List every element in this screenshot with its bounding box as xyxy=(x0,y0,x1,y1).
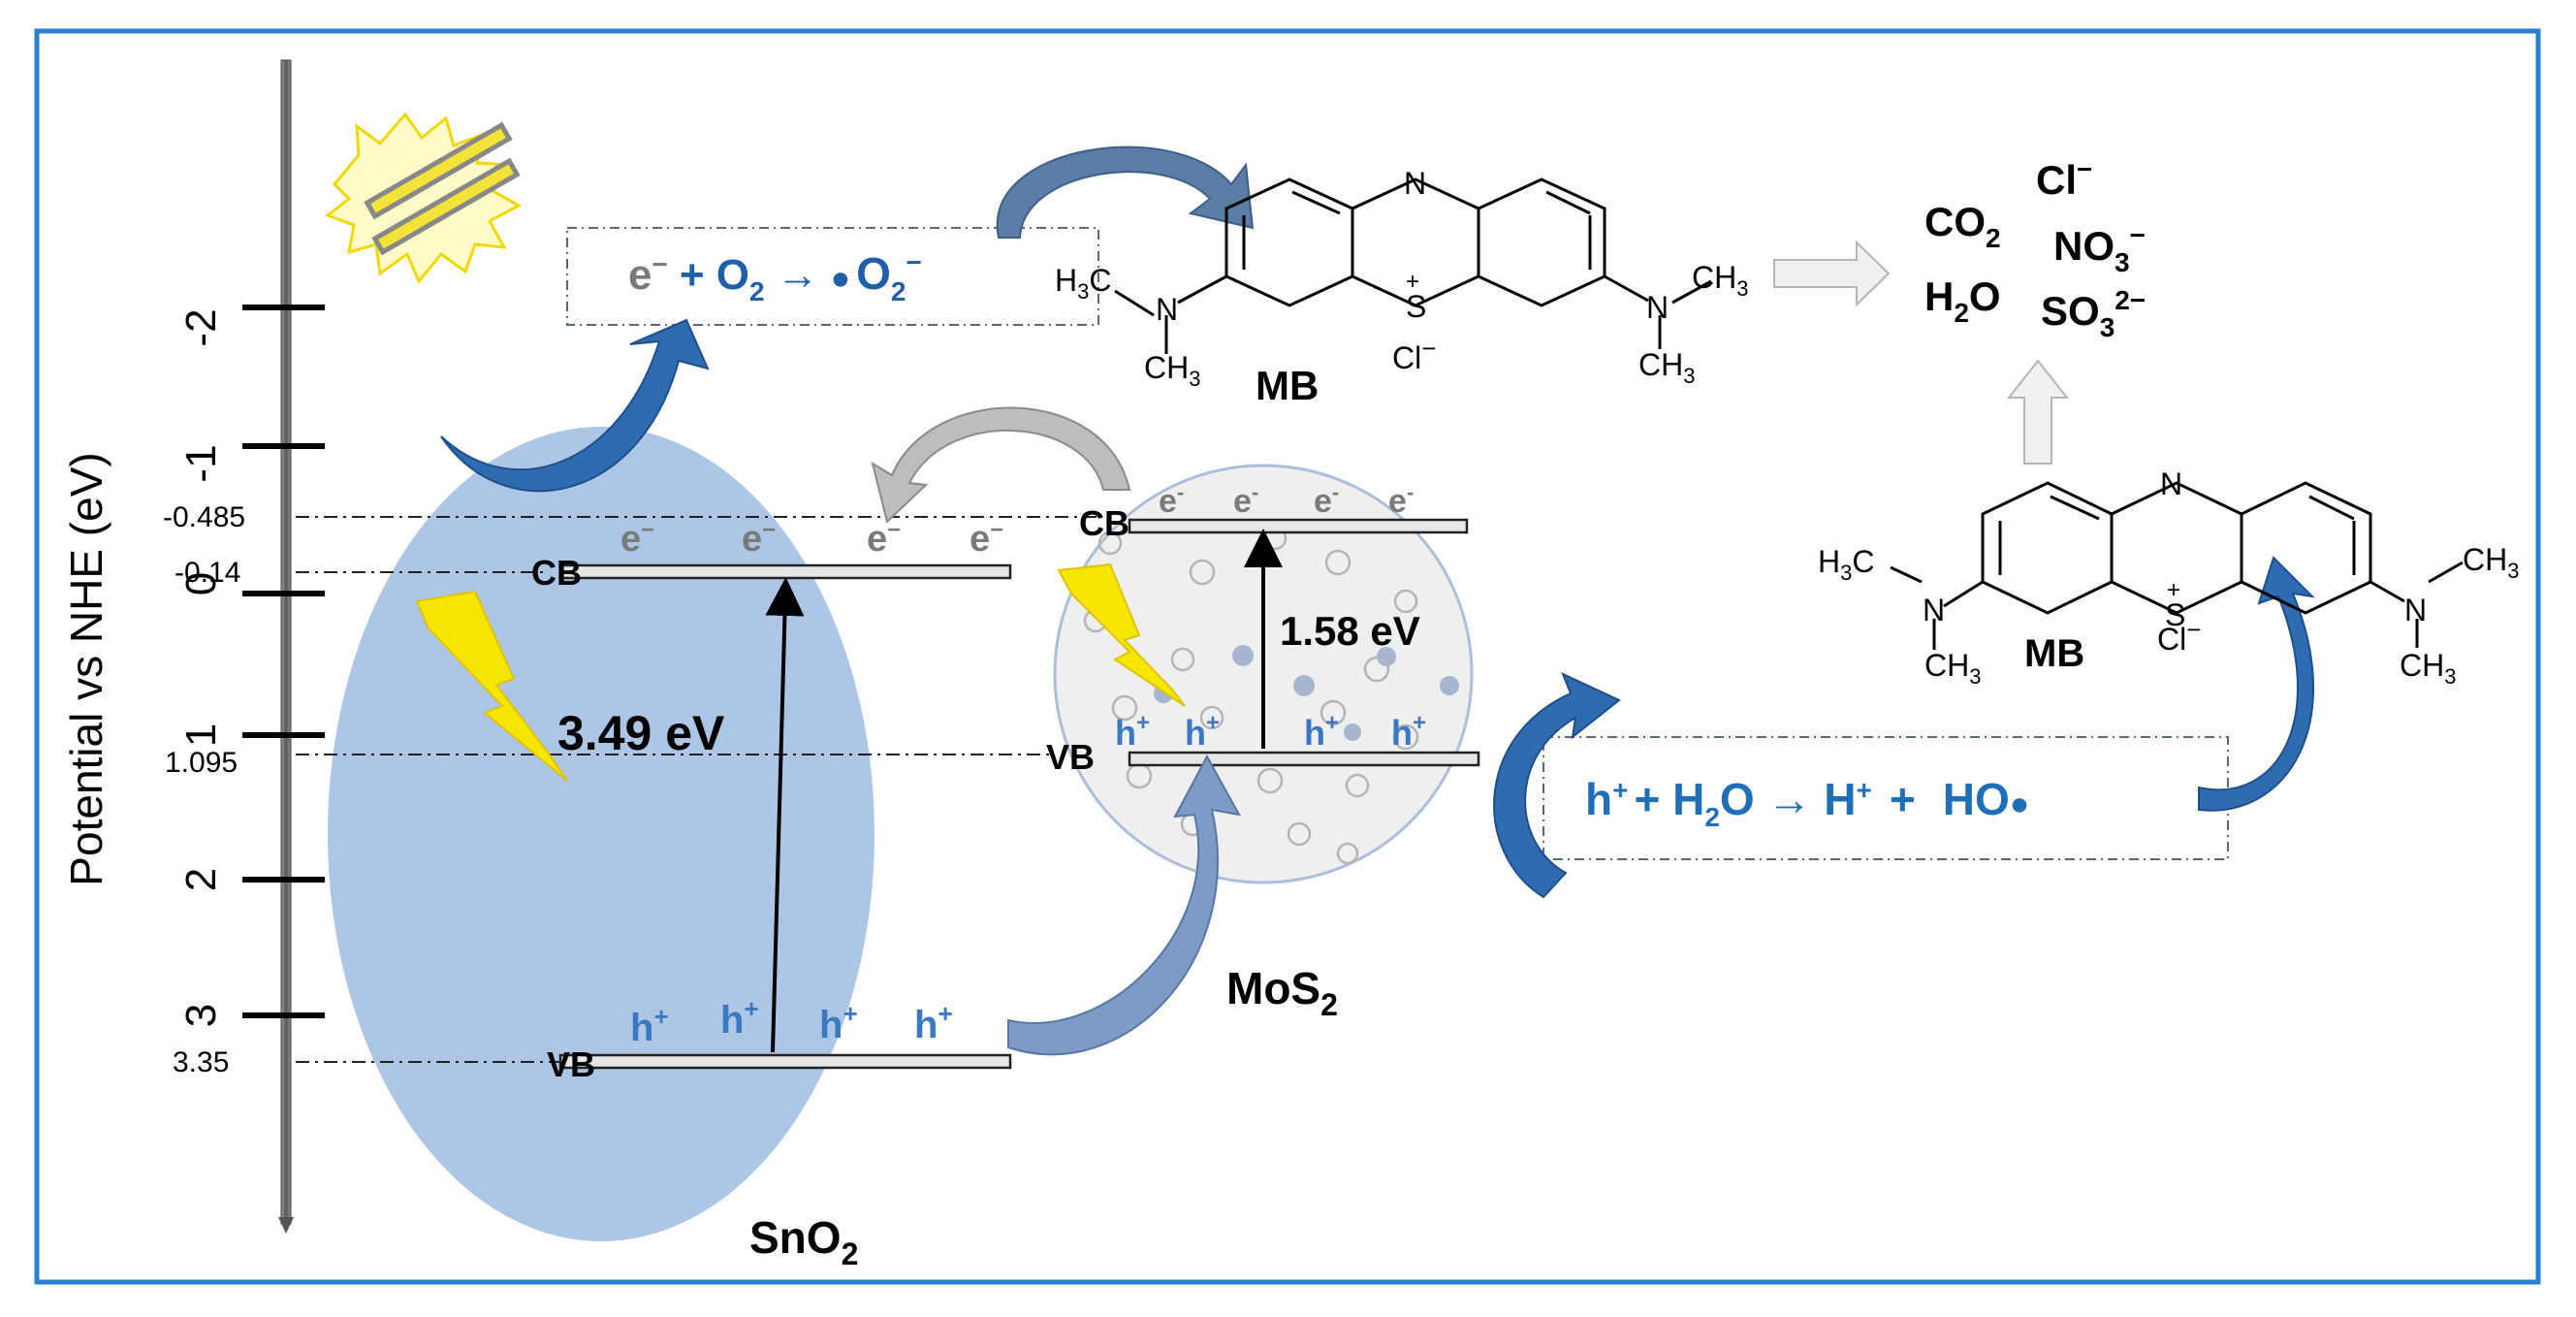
svg-text:h+: h+ xyxy=(819,999,858,1046)
svg-text:e−: e− xyxy=(742,517,776,560)
mos2-gap-energy: 1.58 eV xyxy=(1280,608,1420,654)
mos2-electrons: e- e- e- e- xyxy=(1159,480,1414,520)
mb1-chloride: Cl− xyxy=(1392,334,1436,375)
mb1-s-atom: S xyxy=(1406,289,1426,324)
level-label-vb-mos2: 1.095 xyxy=(165,747,238,779)
svg-text:h+: h+ xyxy=(630,1002,669,1049)
mb1-n-left: N xyxy=(1156,292,1178,327)
svg-text:h+: h+ xyxy=(1304,710,1339,753)
mos2-cb-band xyxy=(1128,518,1469,534)
svg-text:e−: e− xyxy=(620,517,654,560)
mos2-vb-band xyxy=(1128,751,1480,767)
reaction-superoxide: e−+ O2→●O2− xyxy=(628,247,922,306)
svg-text:Cl−: Cl− xyxy=(2036,154,2092,203)
svg-text:h+: h+ xyxy=(720,994,759,1042)
mos2-cb-label: CB xyxy=(1079,503,1129,543)
level-label-cb-mos2: -0.485 xyxy=(163,501,245,533)
tick-label-0: 0 xyxy=(177,572,225,595)
mb1-n-right: N xyxy=(1646,290,1669,325)
level-label-vb-sno2: 3.35 xyxy=(173,1046,229,1078)
mb2-n-left: N xyxy=(1923,593,1945,627)
svg-text:H2O: H2O xyxy=(1924,273,2001,328)
mb1-n-atom: N xyxy=(1404,166,1426,201)
degradation-arrow-1 xyxy=(1773,240,1891,307)
svg-text:h+: h+ xyxy=(1391,710,1426,753)
electron-transfer-arrow-sno2 xyxy=(871,406,1131,524)
reference-lines xyxy=(296,516,1100,1063)
potential-axis xyxy=(280,59,292,1225)
mb-structure-2 xyxy=(1890,481,2464,650)
sno2-excitation-arrow xyxy=(765,577,805,1053)
mb-transfer-arrow-1 xyxy=(996,145,1255,239)
mb1-ch3-right-top: CH3 xyxy=(1692,260,1748,301)
mb2-n-atom: N xyxy=(2160,466,2182,501)
mb1-h3c-left: H3C xyxy=(1055,263,1111,304)
reaction-box-hydroxyl xyxy=(1542,736,2229,860)
mb2-ch3-right-bottom: CH3 xyxy=(2400,648,2456,689)
sno2-electrons: e− e− e− e− xyxy=(620,517,1003,560)
svg-text:e-: e- xyxy=(1388,480,1414,520)
mb2-chloride: Cl− xyxy=(2157,615,2201,657)
tick-label-1: 1 xyxy=(177,723,225,747)
svg-text:h+: h+ xyxy=(1115,710,1150,753)
mb1-ch3-left: CH3 xyxy=(1144,350,1200,391)
mb-structure-1 xyxy=(1114,177,1712,354)
svg-text:h+: h+ xyxy=(914,999,953,1046)
reaction-box-superoxide xyxy=(566,227,1099,326)
svg-text:SO32−: SO32− xyxy=(2041,285,2146,342)
sno2-vb-band xyxy=(558,1053,1012,1070)
sno2-cb-band xyxy=(558,563,1012,580)
sno2-gap-energy: 3.49 eV xyxy=(557,706,725,760)
tick-label-minus-2: -2 xyxy=(177,308,225,346)
electron-transfer-arrow-o2 xyxy=(440,318,710,493)
mb2-n-right: N xyxy=(2404,593,2427,627)
mb1-ch3-right-bottom: CH3 xyxy=(1638,347,1695,388)
tick-label-3: 3 xyxy=(177,1004,225,1027)
axis-title: Potential vs NHE (eV) xyxy=(61,452,111,885)
hole-transfer-arrow xyxy=(1007,754,1241,1056)
sno2-vb-label: VB xyxy=(547,1044,595,1084)
svg-text:e-: e- xyxy=(1159,480,1184,520)
mos2-vb-label: VB xyxy=(1046,737,1095,777)
mb2-s-atom: S xyxy=(2165,597,2185,632)
tick-label-minus-1: -1 xyxy=(177,444,225,482)
mb1-label: MB xyxy=(1256,363,1319,408)
mb1-s-charge: + xyxy=(1406,269,1419,295)
hole-reaction-arrow xyxy=(1493,672,1621,899)
sno2-label: SnO2 xyxy=(749,1212,858,1271)
svg-text:NO3−: NO3− xyxy=(2053,220,2146,277)
mb2-label: MB xyxy=(2024,632,2084,675)
sno2-holes: h+ h+ h+ h+ xyxy=(630,994,953,1049)
svg-text:e−: e− xyxy=(970,517,1003,560)
svg-text:h+: h+ xyxy=(1185,710,1220,753)
tick-label-2: 2 xyxy=(177,868,225,891)
svg-text:CO2: CO2 xyxy=(1924,199,2001,253)
svg-text:e-: e- xyxy=(1233,480,1258,520)
sno2-cb-label: CB xyxy=(531,553,582,593)
sno2-particle xyxy=(328,427,875,1241)
level-label-cb-sno2: -0.14 xyxy=(175,557,240,589)
mb2-s-charge: + xyxy=(2167,577,2180,603)
svg-text:e-: e- xyxy=(1314,480,1339,520)
axis-ticks xyxy=(242,305,325,1018)
figure-frame xyxy=(34,28,2541,1285)
reaction-hydroxyl: h++ H2O → H++HO● xyxy=(1585,774,2029,832)
mos2-label: MoS2 xyxy=(1226,963,1338,1022)
degradation-products: CO2 H2O Cl− NO3− SO32− xyxy=(1924,154,2146,342)
mos2-holes: h+ h+ h+ h+ xyxy=(1115,710,1426,753)
light-bolt-mos2-icon xyxy=(1057,562,1186,707)
svg-text:e−: e− xyxy=(867,517,901,560)
light-source-icon xyxy=(324,112,523,284)
light-bolt-sno2-icon xyxy=(415,590,568,782)
mb2-ch3-left: CH3 xyxy=(1924,648,1981,689)
degradation-arrow-2 xyxy=(2006,359,2070,465)
mb2-ch3-right-top: CH3 xyxy=(2463,542,2519,583)
mb2-h3c-left: H3C xyxy=(1818,544,1874,585)
mb-transfer-arrow-2 xyxy=(2198,556,2315,812)
axis-arrow-head xyxy=(278,1217,294,1234)
